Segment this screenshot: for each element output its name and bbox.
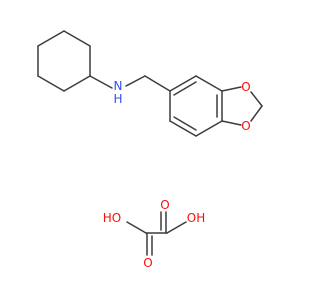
oxalic-ho-left-label: HO: [103, 211, 121, 225]
bond: [37, 75, 65, 92]
bond: [173, 116, 197, 131]
cyclohexane-ring: [37, 30, 91, 92]
bond: [169, 75, 197, 92]
bond: [89, 75, 113, 89]
bond: [169, 120, 197, 137]
amine-h-label: H: [113, 92, 122, 106]
amine-n-label: N: [114, 79, 123, 93]
bond: [166, 221, 187, 234]
amine-linker: [89, 75, 171, 92]
molecule-structure: N H O O HO OH O O: [37, 30, 263, 270]
oxalic-oh-right-label: OH: [187, 211, 205, 225]
bond: [250, 105, 263, 122]
dioxole-o-top-label: O: [241, 80, 250, 94]
bond: [221, 86, 242, 92]
dioxole-ring: [221, 86, 263, 126]
oxalic-o-top-label: O: [160, 198, 169, 212]
bond: [126, 221, 147, 234]
atom-labels: N H O O HO OH O O: [103, 79, 251, 270]
bond: [144, 75, 171, 92]
dioxole-o-bottom-label: O: [241, 119, 250, 133]
bond: [250, 91, 263, 107]
bond: [37, 30, 65, 47]
bond: [195, 75, 223, 92]
bond: [195, 120, 223, 137]
bond: [221, 120, 242, 126]
bond: [63, 75, 91, 92]
oxalic-acid: [126, 211, 187, 256]
bond: [63, 30, 91, 47]
oxalic-o-bottom-label: O: [143, 256, 152, 270]
bond: [173, 81, 197, 96]
bond: [125, 75, 146, 87]
benzene-ring: [169, 75, 223, 137]
